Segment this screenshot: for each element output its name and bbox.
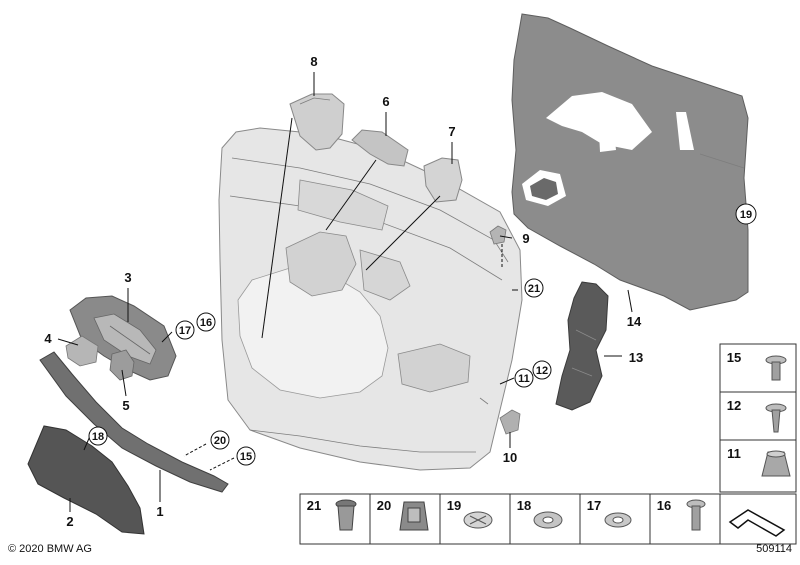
fastener-legend-bottom bbox=[299, 493, 721, 545]
expansion-rivet-21-icon bbox=[335, 499, 357, 531]
sound-insulation-part bbox=[511, 13, 749, 311]
clip-20-icon bbox=[399, 501, 429, 531]
clip-nut-11-icon bbox=[761, 450, 791, 477]
legend-number-15: 15 bbox=[727, 350, 741, 365]
callout-11: 11 bbox=[518, 373, 530, 385]
callout-9: 9 bbox=[522, 231, 529, 246]
legend-arrow-box bbox=[719, 493, 797, 545]
callout-20-circle: 20 bbox=[210, 430, 230, 450]
screw-15-icon bbox=[765, 355, 787, 381]
switch-cover-part bbox=[423, 157, 463, 203]
legend-number-12: 12 bbox=[727, 398, 741, 413]
legend-number-18: 18 bbox=[517, 498, 531, 513]
callout-12: 12 bbox=[536, 365, 548, 377]
callout-15-circle: 15 bbox=[236, 446, 256, 466]
legend-number-11: 11 bbox=[727, 446, 741, 461]
trim-strip-part bbox=[39, 351, 229, 493]
callout-12-circle: 12 bbox=[532, 360, 552, 380]
callout-10: 10 bbox=[503, 450, 517, 465]
leader-lines bbox=[57, 72, 745, 512]
callout-16-circle: 16 bbox=[196, 312, 216, 332]
callout-19: 19 bbox=[740, 209, 752, 221]
callout-15: 15 bbox=[240, 451, 252, 463]
callout-13: 13 bbox=[629, 350, 643, 365]
callout-18-circle: 18 bbox=[88, 426, 108, 446]
callout-20: 20 bbox=[214, 435, 226, 447]
callout-1: 1 bbox=[156, 504, 163, 519]
switch-insert-part bbox=[109, 349, 135, 381]
callout-5: 5 bbox=[122, 398, 129, 413]
callout-21: 21 bbox=[528, 283, 540, 295]
callout-4: 4 bbox=[44, 331, 52, 346]
screw-12-icon bbox=[765, 403, 787, 433]
legend-number-16: 16 bbox=[657, 498, 671, 513]
callout-18: 18 bbox=[92, 431, 104, 443]
legend-number-20: 20 bbox=[377, 498, 391, 513]
legend-number-21: 21 bbox=[307, 498, 321, 513]
callout-17: 17 bbox=[179, 325, 191, 337]
door-trim-panel-part bbox=[218, 127, 523, 471]
bracket-part bbox=[555, 281, 609, 411]
copyright-text: © 2020 BMW AG bbox=[8, 543, 92, 555]
tweeter-cover-part bbox=[289, 93, 345, 151]
arrow-symbol-icon bbox=[728, 509, 786, 537]
legend-number-17: 17 bbox=[587, 498, 601, 513]
diagram-number: 509114 bbox=[756, 543, 792, 555]
callout-7: 7 bbox=[448, 124, 455, 139]
speed-nut-18-icon bbox=[533, 511, 563, 529]
callout-17-circle: 17 bbox=[175, 320, 195, 340]
legend-number-19: 19 bbox=[447, 498, 461, 513]
callout-16: 16 bbox=[200, 317, 212, 329]
screw-16-icon bbox=[686, 499, 706, 531]
speed-nut-19-icon bbox=[463, 511, 493, 529]
cover-part-10 bbox=[499, 409, 521, 435]
callout-11-circle: 11 bbox=[514, 368, 534, 388]
handle-cover-part bbox=[351, 129, 409, 167]
callout-labels: 8 6 7 9 3 4 5 1 2 10 13 14 17 16 18 20 1… bbox=[44, 54, 757, 529]
fastener-legend-side bbox=[719, 343, 797, 493]
pocket-trim-part bbox=[27, 425, 145, 535]
callout-3: 3 bbox=[124, 270, 131, 285]
callout-21-circle: 21 bbox=[524, 278, 544, 298]
washer-17-icon bbox=[604, 512, 632, 528]
callout-2: 2 bbox=[66, 514, 73, 529]
clip-part-9 bbox=[489, 225, 507, 245]
callout-14: 14 bbox=[627, 314, 642, 329]
callout-6: 6 bbox=[382, 94, 389, 109]
callout-19-circle: 19 bbox=[735, 203, 757, 225]
callout-8: 8 bbox=[310, 54, 317, 69]
